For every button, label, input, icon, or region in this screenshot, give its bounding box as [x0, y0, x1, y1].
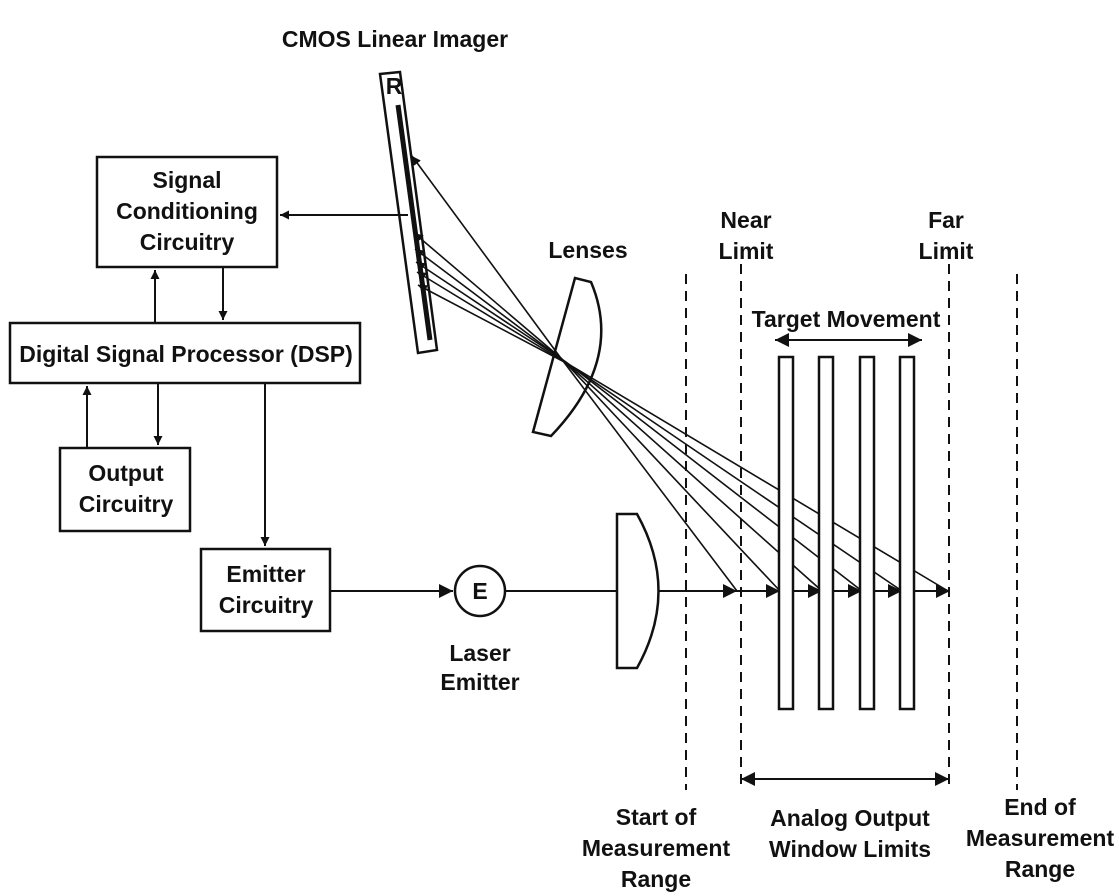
dsp-box: [8, 321, 362, 385]
laser-label-line1: Laser: [449, 640, 510, 666]
signal-label-line3: Circuitry: [140, 229, 235, 255]
target-movement-label: Target Movement: [752, 306, 941, 332]
signal-label-line1: Signal: [152, 167, 221, 193]
end-label-line1: End of: [1004, 794, 1076, 820]
sensor-letter-r: R: [386, 73, 403, 99]
start-label-line2: Measurement: [582, 835, 731, 861]
near-label-line2: Limit: [719, 238, 774, 264]
output-label-line1: Output: [88, 460, 164, 486]
reflected-rays: [411, 155, 949, 592]
block-arrows: [82, 210, 453, 598]
cmos-label: CMOS Linear Imager: [282, 26, 508, 52]
near-label-line1: Near: [720, 207, 771, 233]
start-label-line3: Range: [621, 866, 691, 892]
output-circuitry-box: [58, 446, 192, 533]
signal-conditioning-box: [95, 155, 279, 269]
end-label-line3: Range: [1005, 856, 1075, 882]
emitter-label-line2: Circuitry: [219, 592, 314, 618]
dsp-label: Digital Signal Processor (DSP): [19, 341, 353, 367]
emitter-letter-e: E: [472, 578, 487, 604]
cmos-linear-imager: [378, 70, 439, 355]
emitter-circuitry-box: [199, 547, 332, 633]
emitter-lens: [615, 512, 660, 670]
emitter-label-line1: Emitter: [226, 561, 305, 587]
signal-label-line2: Conditioning: [116, 198, 258, 224]
far-label-line2: Limit: [919, 238, 974, 264]
analog-label-line1: Analog Output: [770, 805, 930, 831]
receiver-lens: [531, 276, 603, 438]
start-label-line1: Start of: [616, 804, 697, 830]
laser-label-line2: Emitter: [440, 669, 519, 695]
far-label-line1: Far: [928, 207, 964, 233]
analog-label-line2: Window Limits: [769, 836, 931, 862]
output-label-line2: Circuitry: [79, 491, 174, 517]
target-plates: [777, 355, 916, 711]
end-label-line2: Measurement: [966, 825, 1115, 851]
lenses-label: Lenses: [548, 237, 627, 263]
